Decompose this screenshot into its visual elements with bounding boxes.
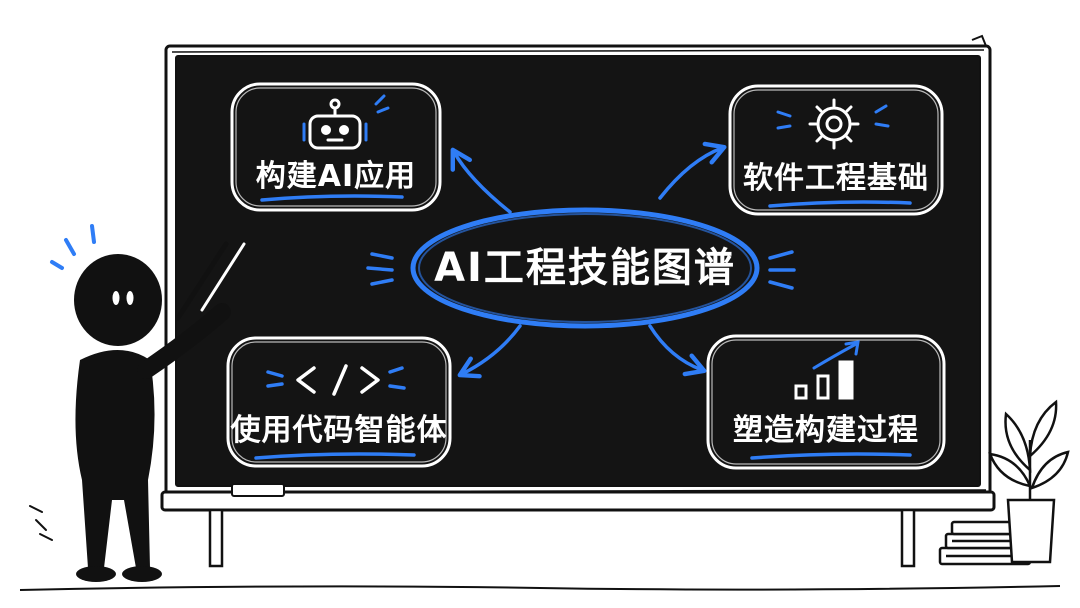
node-box-build-process (706, 334, 946, 470)
arrow-to-software-engineering (658, 141, 727, 200)
board-leg-right (900, 508, 916, 568)
node-label-build-ai-apps: 构建AI应用 (255, 159, 417, 194)
node-box-software-engineering (728, 84, 944, 216)
arrow-to-coding-agents (457, 324, 522, 379)
board-leg-left (208, 508, 224, 568)
center-ellipse (410, 207, 760, 329)
node-label-software-engineering: 软件工程基础 (743, 161, 929, 196)
pointer-stick (175, 241, 229, 321)
robot-icon (302, 94, 390, 150)
gear-icon (776, 98, 890, 150)
arrow-to-build-process (648, 324, 707, 377)
node-boxes (226, 82, 946, 470)
node-box-coding-agents (226, 336, 452, 468)
node-box-build-ai-apps (230, 82, 442, 212)
eraser (231, 483, 285, 497)
code-brackets-icon (266, 364, 406, 396)
center-label: AI工程技能图谱 (434, 245, 736, 291)
emphasis-dashes (366, 250, 796, 290)
arrow-to-build-ai-apps (450, 147, 512, 214)
connector-arrows (450, 141, 727, 379)
ground-line (19, 585, 1061, 591)
surprise-marks (50, 224, 96, 270)
node-label-coding-agents: 使用代码智能体 (230, 413, 448, 448)
potted-plant (988, 399, 1070, 564)
bar-chart-trend-icon (794, 340, 860, 400)
node-label-build-process: 塑造构建过程 (733, 413, 919, 448)
label-underlines (254, 194, 912, 460)
teacher-figure (29, 224, 246, 582)
chalk-tray (160, 483, 996, 568)
